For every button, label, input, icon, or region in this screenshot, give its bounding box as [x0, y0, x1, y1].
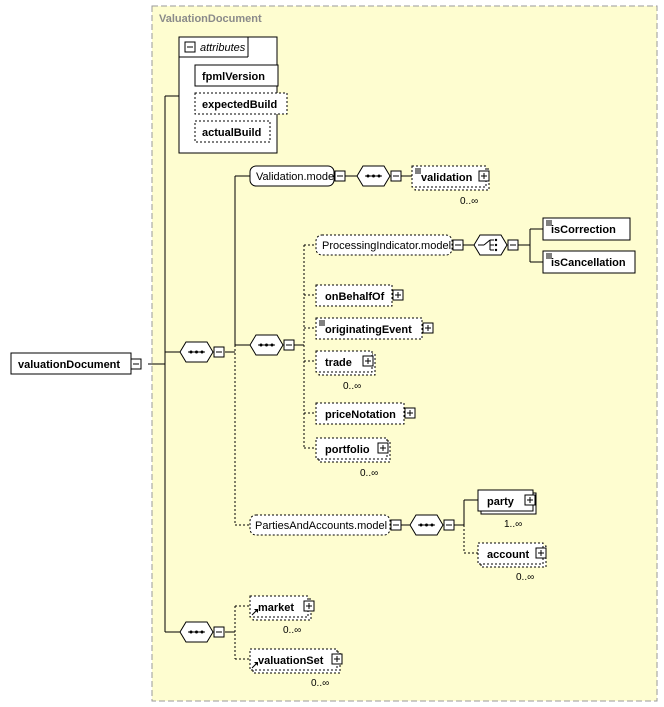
element-originating-event[interactable]: originatingEvent	[315, 317, 434, 340]
sequence-main-collapse-icon[interactable]	[213, 346, 225, 358]
element-account-label: account	[487, 549, 530, 561]
sequence-compositor-market[interactable]	[179, 621, 225, 643]
element-validation-label: validation	[421, 172, 473, 184]
group-validation-model-label: Validation.model	[256, 171, 337, 183]
root-element-label: valuationDocument	[18, 359, 120, 371]
sequence-compositor-parties[interactable]	[409, 514, 455, 536]
attributes-group: attributes fpmlVersion expectedBuild act…	[178, 36, 288, 154]
element-portfolio[interactable]: portfolio 0..∞	[315, 437, 391, 479]
group-parties-and-accounts-model[interactable]: PartiesAndAccounts.model	[249, 514, 402, 536]
attribute-actual-build-label: actualBuild	[202, 127, 261, 139]
sequence-parties-collapse-icon[interactable]	[443, 519, 455, 531]
element-market-label: market	[258, 602, 294, 614]
parties-and-accounts-collapse-icon[interactable]	[390, 519, 402, 531]
attributes-header: attributes	[200, 42, 246, 54]
sequence-validation-collapse-icon[interactable]	[390, 170, 402, 182]
valuation-set-expand-icon[interactable]	[331, 653, 343, 665]
sequence-market-collapse-icon[interactable]	[213, 626, 225, 638]
market-expand-icon[interactable]	[303, 600, 315, 612]
sequence-compositor-main[interactable]	[179, 341, 225, 363]
processing-indicator-collapse-icon[interactable]	[452, 239, 464, 251]
sequence-trade-details-collapse-icon[interactable]	[283, 339, 295, 351]
choice-icon	[478, 238, 498, 252]
element-valuation-set[interactable]: valuationSet 0..∞	[249, 648, 343, 689]
element-market[interactable]: market 0..∞	[249, 595, 315, 636]
group-processing-indicator-model[interactable]: ProcessingIndicator.model	[315, 234, 464, 256]
element-price-notation-label: priceNotation	[325, 409, 396, 421]
validation-model-collapse-icon[interactable]	[334, 170, 346, 182]
element-is-correction[interactable]: isCorrection	[542, 217, 631, 241]
element-is-cancellation-label: isCancellation	[551, 257, 626, 269]
element-on-behalf-of-label: onBehalfOf	[325, 291, 385, 303]
group-processing-indicator-model-label: ProcessingIndicator.model	[322, 240, 451, 252]
element-trade-label: trade	[325, 357, 352, 369]
price-notation-expand-icon[interactable]	[404, 407, 416, 419]
root-element-valuation-document[interactable]: valuationDocument	[10, 352, 142, 375]
simple-content-icon	[319, 320, 325, 326]
reference-arrow-icon	[251, 662, 258, 669]
element-on-behalf-of[interactable]: onBehalfOf	[315, 284, 404, 307]
portfolio-expand-icon[interactable]	[377, 442, 389, 454]
attributes-collapse-toggle[interactable]	[184, 41, 196, 53]
attribute-fpml-version[interactable]: fpmlVersion	[194, 64, 279, 87]
cardinality-market: 0..∞	[283, 625, 301, 636]
cardinality-validation: 0..∞	[460, 196, 478, 207]
cardinality-party: 1..∞	[504, 519, 522, 530]
element-party[interactable]: party 1..∞	[477, 489, 537, 530]
account-expand-icon[interactable]	[535, 547, 547, 559]
element-party-label: party	[487, 496, 515, 508]
group-validation-model[interactable]: Validation.model	[249, 165, 346, 187]
originating-event-expand-icon[interactable]	[422, 322, 434, 334]
element-price-notation[interactable]: priceNotation	[315, 402, 416, 425]
element-valuation-set-label: valuationSet	[258, 655, 324, 667]
trade-expand-icon[interactable]	[362, 355, 374, 367]
simple-content-icon	[546, 253, 552, 259]
cardinality-account: 0..∞	[516, 572, 534, 583]
element-is-cancellation[interactable]: isCancellation	[542, 250, 636, 274]
element-is-correction-label: isCorrection	[551, 224, 616, 236]
validation-expand-icon[interactable]	[478, 170, 490, 182]
reference-arrow-icon	[251, 609, 258, 616]
sequence-compositor-validation[interactable]	[356, 165, 402, 187]
element-validation[interactable]: validation 0..∞	[411, 165, 490, 207]
root-collapse-icon[interactable]	[130, 358, 142, 370]
cardinality-trade: 0..∞	[343, 381, 361, 392]
simple-content-icon	[546, 220, 552, 226]
attribute-actual-build[interactable]: actualBuild	[194, 120, 271, 143]
party-expand-icon[interactable]	[524, 494, 536, 506]
element-trade[interactable]: trade 0..∞	[315, 350, 376, 392]
cardinality-valuation-set: 0..∞	[311, 678, 329, 689]
simple-content-icon	[415, 168, 421, 174]
diagram-title: ValuationDocument	[159, 13, 262, 25]
element-originating-event-label: originatingEvent	[325, 324, 412, 336]
cardinality-portfolio: 0..∞	[360, 468, 378, 479]
choice-compositor[interactable]	[473, 234, 519, 256]
connector-lines	[148, 95, 543, 660]
choice-collapse-icon[interactable]	[507, 239, 519, 251]
on-behalf-of-expand-icon[interactable]	[392, 289, 404, 301]
sequence-compositor-trade-details[interactable]	[249, 334, 295, 356]
attribute-expected-build[interactable]: expectedBuild	[194, 92, 288, 115]
group-parties-and-accounts-model-label: PartiesAndAccounts.model	[255, 520, 387, 532]
element-portfolio-label: portfolio	[325, 444, 370, 456]
element-account[interactable]: account 0..∞	[477, 542, 547, 583]
attribute-expected-build-label: expectedBuild	[202, 99, 277, 111]
attribute-fpml-version-label: fpmlVersion	[202, 71, 265, 83]
